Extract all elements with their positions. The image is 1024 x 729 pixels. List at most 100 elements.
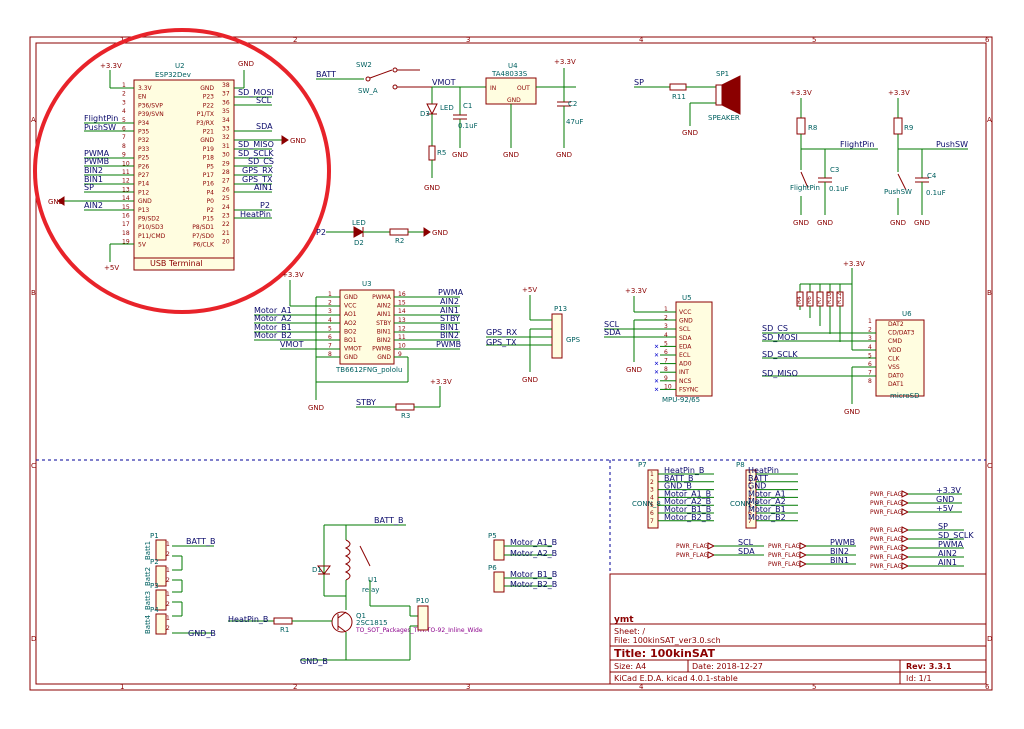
net-batt: BATT <box>316 70 336 79</box>
u2-pin-name: P5 <box>207 163 215 170</box>
pin-number: 2 <box>748 479 752 486</box>
u2-pin-number: 24 <box>222 204 230 211</box>
d2-led-circuit[interactable]: P2 D2 LED R2 GND <box>316 219 448 247</box>
u5-pin-number: 8 <box>664 366 668 373</box>
pin-number: 1 <box>166 541 170 548</box>
u2-gnd-top-label: GND <box>238 60 254 68</box>
net-motor-a1: Motor_A1 <box>254 306 292 315</box>
col-marker: 1 <box>120 36 124 44</box>
u3-pin-name: PWMB <box>372 346 391 353</box>
svg-text:GND: GND <box>503 151 519 159</box>
svg-text:R1: R1 <box>280 626 289 634</box>
net-motor-b1: Motor_B1 <box>254 323 292 332</box>
col-marker: 2 <box>293 36 297 44</box>
svg-text:GND: GND <box>522 376 538 384</box>
pushsw-circuit[interactable]: +3.3V R9 PushSW PushSW C4 0.1uF GND GND <box>884 89 968 227</box>
sw2-switch[interactable]: BATT SW2 SW_A <box>316 61 432 95</box>
col-marker: 3 <box>466 36 470 44</box>
svg-text:GPS_RX: GPS_RX <box>486 328 518 337</box>
u2-pin-number: 35 <box>222 108 230 115</box>
u2-pin-name: P19 <box>203 146 214 153</box>
net-u2-flightpin: FlightPin <box>84 114 118 123</box>
u3-wiring <box>254 280 460 411</box>
u4-regulator[interactable]: U4 TA48033S IN OUT GND GND <box>485 62 576 159</box>
title-block: ymt Sheet: / File: 100kinSAT_ver3.0.sch … <box>609 573 987 685</box>
svg-text:FlightPin: FlightPin <box>840 140 874 149</box>
u3-pin-number: 12 <box>398 325 406 332</box>
pin-number: 5 <box>650 502 654 509</box>
p13-gps-connector[interactable]: P13 GPS GPS_RX GPS_TX +5V GND <box>486 286 581 384</box>
svg-text:P13: P13 <box>554 305 567 313</box>
sp1-speaker[interactable]: SP R11 SP1 SPEAKER GND <box>634 70 741 137</box>
p6-motor-b-connector[interactable]: P6 Motor_B1_B Motor_B2_B <box>488 564 557 593</box>
relay-circuit[interactable]: BATT_B D1 U1 relay Q1 2SC1815 TO_SOT_Pac… <box>228 516 483 666</box>
pin-number: 4 <box>748 494 752 501</box>
battery-connector <box>155 565 167 587</box>
u2-pin-number: 13 <box>122 186 130 193</box>
battery-connector <box>155 589 167 611</box>
connector-net-label: Motor_B1_B <box>664 505 711 514</box>
svg-text:2SC1815: 2SC1815 <box>356 619 388 627</box>
svg-text:GND: GND <box>452 151 468 159</box>
u6-pin-name: DAT1 <box>888 381 904 388</box>
u6-pin-name: DAT0 <box>888 373 904 380</box>
connector-net-label: HeatPin_B <box>664 466 704 475</box>
u3-pin-name: VCC <box>344 303 356 310</box>
svg-text:+3.3V: +3.3V <box>554 58 576 66</box>
highlight-circle <box>33 28 331 314</box>
u2-pin-name: P18 <box>203 155 214 162</box>
pwr-flag-net: SP <box>938 522 948 531</box>
p5-motor-a-connector[interactable]: P5 Motor_A1_B Motor_A2_B <box>488 532 557 561</box>
u2-pin-number: 19 <box>122 239 130 246</box>
svg-text:OUT: OUT <box>517 85 530 92</box>
net-motor-a2: Motor_A2 <box>254 314 292 323</box>
u2-pin-name: P11/CMD <box>138 233 166 240</box>
connector-net-label: Motor_B2_B <box>664 513 711 522</box>
pwr-flag-symbol <box>901 544 910 552</box>
net-vmot-sw: VMOT <box>432 78 456 87</box>
u3-pin-number: 13 <box>398 317 406 324</box>
pwr-flag-label: PWR_FLAG <box>768 543 801 550</box>
connector-net-label: GND <box>748 482 766 491</box>
svg-text:GPS_TX: GPS_TX <box>486 338 517 347</box>
u2-pin-name: P2 <box>207 207 215 214</box>
net-u2-sp: SP <box>84 183 94 192</box>
u6-pin-number: 2 <box>868 327 872 334</box>
net-u2-sd-sclk: SD_SCLK <box>238 149 274 158</box>
col-marker: 6 <box>985 683 990 691</box>
pin-number: 1 <box>166 615 170 622</box>
flightpin-circuit[interactable]: +3.3V R8 FlightPin FlightPin C3 0.1uF GN… <box>790 89 878 227</box>
battery-connector-value: Batt1 <box>144 541 152 560</box>
c2-cap: C2 47uF +3.3V GND <box>554 58 583 159</box>
c1-cap: C1 0.1uF GND <box>452 87 478 159</box>
svg-text:HeatPin_B: HeatPin_B <box>228 615 268 624</box>
u6-pin-name: CMD <box>888 338 902 345</box>
battery-connector <box>155 613 167 635</box>
d3-led: D3 LED R5 GND <box>420 87 454 192</box>
svg-text:microSD: microSD <box>890 392 919 400</box>
p8-connector[interactable]: P8 CONN_8 1HeatPin2BATT3GND4Motor_A15Mot… <box>730 461 798 529</box>
u2-5v-label: +5V <box>104 264 119 272</box>
pin-number: 2 <box>166 577 170 584</box>
connector-net-label: Motor_B1 <box>748 505 786 514</box>
col-marker: 5 <box>812 36 816 44</box>
u6-pin-number: 1 <box>868 318 872 325</box>
svg-text:P5: P5 <box>488 532 497 540</box>
net-u2-gps-rx: GPS_RX <box>242 166 274 175</box>
battery-wiring <box>172 545 214 634</box>
gnd-symbol <box>57 196 65 206</box>
svg-text:D3: D3 <box>420 110 430 118</box>
battery-connector-value: Batt4 <box>144 614 152 634</box>
r3-3v3-label: +3.3V <box>430 378 452 386</box>
u3-pin-name: BIN2 <box>377 337 391 344</box>
u2-pin-number: 33 <box>222 126 230 133</box>
u5-pin-number: 1 <box>664 306 668 313</box>
battery-connector-ref: P3 <box>150 582 159 590</box>
